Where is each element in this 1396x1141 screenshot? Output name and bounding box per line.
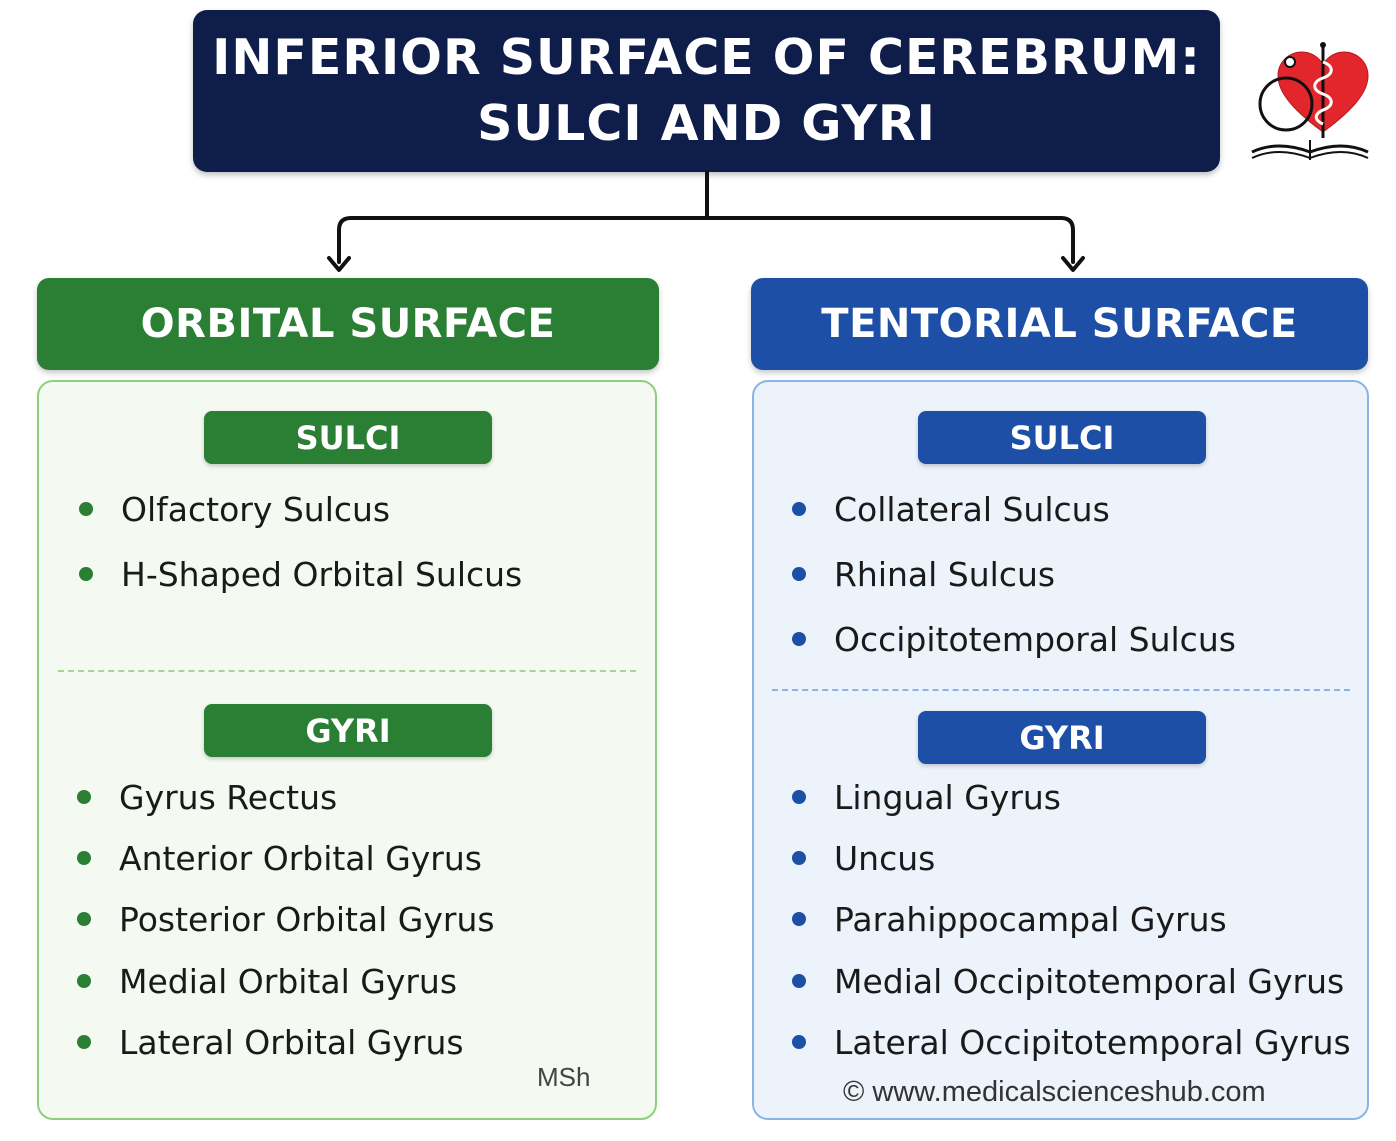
tentorial-divider [772, 689, 1350, 691]
bullet-icon [77, 851, 91, 865]
tentorial-gyrus: Uncus [834, 838, 936, 878]
orbital-sulcus: Olfactory Sulcus [121, 489, 391, 529]
list-item: Uncus [792, 838, 935, 878]
tentorial-gyrus: Lateral Occipitotemporal Gyrus [834, 1022, 1351, 1062]
orbital-gyrus: Lateral Orbital Gyrus [119, 1022, 464, 1062]
tentorial-sulci-label: SULCI [918, 411, 1206, 464]
bullet-icon [792, 502, 806, 516]
bullet-icon [77, 1035, 91, 1049]
list-item: Occipitotemporal Sulcus [792, 619, 1236, 659]
list-item: Lateral Occipitotemporal Gyrus [792, 1022, 1351, 1062]
arrow-left-icon [327, 256, 351, 272]
bullet-icon [792, 851, 806, 865]
bullet-icon [77, 790, 91, 804]
list-item: Parahippocampal Gyrus [792, 899, 1227, 939]
bullet-icon [792, 567, 806, 581]
copyright-text[interactable]: © www.medicalscienceshub.com [843, 1076, 1266, 1108]
orbital-sulcus: H-Shaped Orbital Sulcus [121, 554, 523, 594]
orbital-sulci-label: SULCI [204, 411, 492, 464]
branch-connector [327, 170, 1085, 272]
list-item: Medial Occipitotemporal Gyrus [792, 961, 1344, 1001]
tentorial-gyrus: Lingual Gyrus [834, 777, 1061, 817]
list-item: Medial Orbital Gyrus [77, 961, 457, 1001]
bullet-icon [792, 1035, 806, 1049]
bullet-icon [792, 912, 806, 926]
bullet-icon [77, 974, 91, 988]
orbital-divider [58, 670, 636, 672]
orbital-gyrus: Posterior Orbital Gyrus [119, 899, 495, 939]
orbital-gyri-label: GYRI [204, 704, 492, 757]
logo-icon [1251, 42, 1369, 160]
orbital-gyrus: Gyrus Rectus [119, 777, 338, 817]
branch-line [337, 216, 1075, 264]
tentorial-surface-header: TENTORIAL SURFACE [751, 278, 1368, 370]
author-credit: MSh [537, 1062, 591, 1092]
tentorial-sulcus: Occipitotemporal Sulcus [834, 619, 1236, 659]
bullet-icon [79, 567, 93, 581]
bullet-icon [792, 790, 806, 804]
orbital-gyrus: Anterior Orbital Gyrus [119, 838, 482, 878]
bullet-icon [792, 974, 806, 988]
tentorial-gyrus: Parahippocampal Gyrus [834, 899, 1227, 939]
title-line-1: INFERIOR SURFACE OF CEREBRUM: [212, 29, 1201, 86]
list-item: Collateral Sulcus [792, 489, 1110, 529]
tentorial-gyri-label: GYRI [918, 711, 1206, 764]
bullet-icon [79, 502, 93, 516]
tentorial-sulcus: Rhinal Sulcus [834, 554, 1056, 594]
title-box: INFERIOR SURFACE OF CEREBRUM: SULCI AND … [193, 10, 1220, 172]
bullet-icon [792, 632, 806, 646]
list-item: Rhinal Sulcus [792, 554, 1055, 594]
list-item: Gyrus Rectus [77, 777, 337, 817]
tentorial-gyrus: Medial Occipitotemporal Gyrus [834, 961, 1345, 1001]
title-line-2: SULCI AND GYRI [477, 95, 936, 152]
list-item: Anterior Orbital Gyrus [77, 838, 482, 878]
tentorial-sulcus: Collateral Sulcus [834, 489, 1110, 529]
list-item: H-Shaped Orbital Sulcus [79, 554, 522, 594]
list-item: Posterior Orbital Gyrus [77, 899, 495, 939]
list-item: Lingual Gyrus [792, 777, 1061, 817]
orbital-surface-header: ORBITAL SURFACE [37, 278, 659, 370]
list-item: Lateral Orbital Gyrus [77, 1022, 464, 1062]
bullet-icon [77, 912, 91, 926]
list-item: Olfactory Sulcus [79, 489, 390, 529]
arrow-right-icon [1061, 256, 1085, 272]
orbital-gyrus: Medial Orbital Gyrus [119, 961, 458, 1001]
